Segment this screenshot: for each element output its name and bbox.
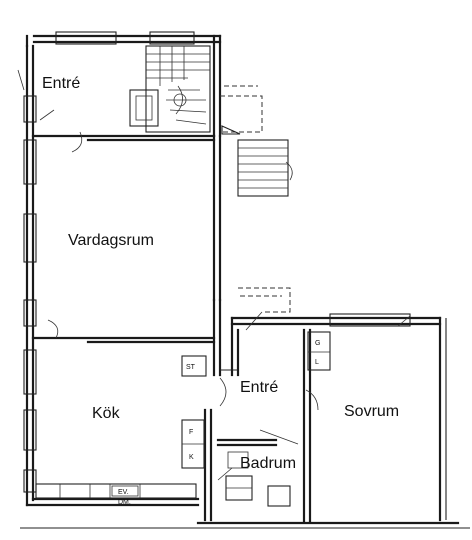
- room-labels: Entré Vardagsrum Kök Entré Sovrum Badrum: [42, 75, 399, 472]
- ev-label: EV.: [118, 489, 129, 496]
- label-entre-upper: Entré: [42, 75, 80, 92]
- exterior-stairs: [220, 85, 293, 197]
- label-sovrum: Sovrum: [344, 403, 399, 420]
- staircase: [129, 45, 211, 133]
- windows: [23, 31, 411, 493]
- f-label: F: [189, 429, 193, 436]
- label-kok: Kök: [92, 405, 121, 422]
- label-vardagsrum: Vardagsrum: [68, 232, 154, 249]
- exterior-walls: [20, 34, 470, 529]
- fixtures: ST G L F K EV. DM.: [35, 331, 331, 507]
- kitchen-counter: [35, 483, 197, 499]
- gl-cabinet: [307, 331, 331, 371]
- g-label: G: [315, 340, 320, 347]
- dm-label: DM.: [118, 499, 131, 506]
- interior-walls: [31, 134, 312, 524]
- door-swings: [17, 69, 411, 481]
- bath-toilet: [267, 485, 291, 507]
- st-label: ST: [186, 364, 196, 371]
- dashed-corridor: [238, 287, 291, 313]
- l-label: L: [315, 359, 319, 366]
- label-badrum: Badrum: [240, 455, 296, 472]
- st-cabinet: [181, 355, 207, 377]
- k-label: K: [189, 454, 194, 461]
- label-entre-lower: Entré: [240, 379, 278, 396]
